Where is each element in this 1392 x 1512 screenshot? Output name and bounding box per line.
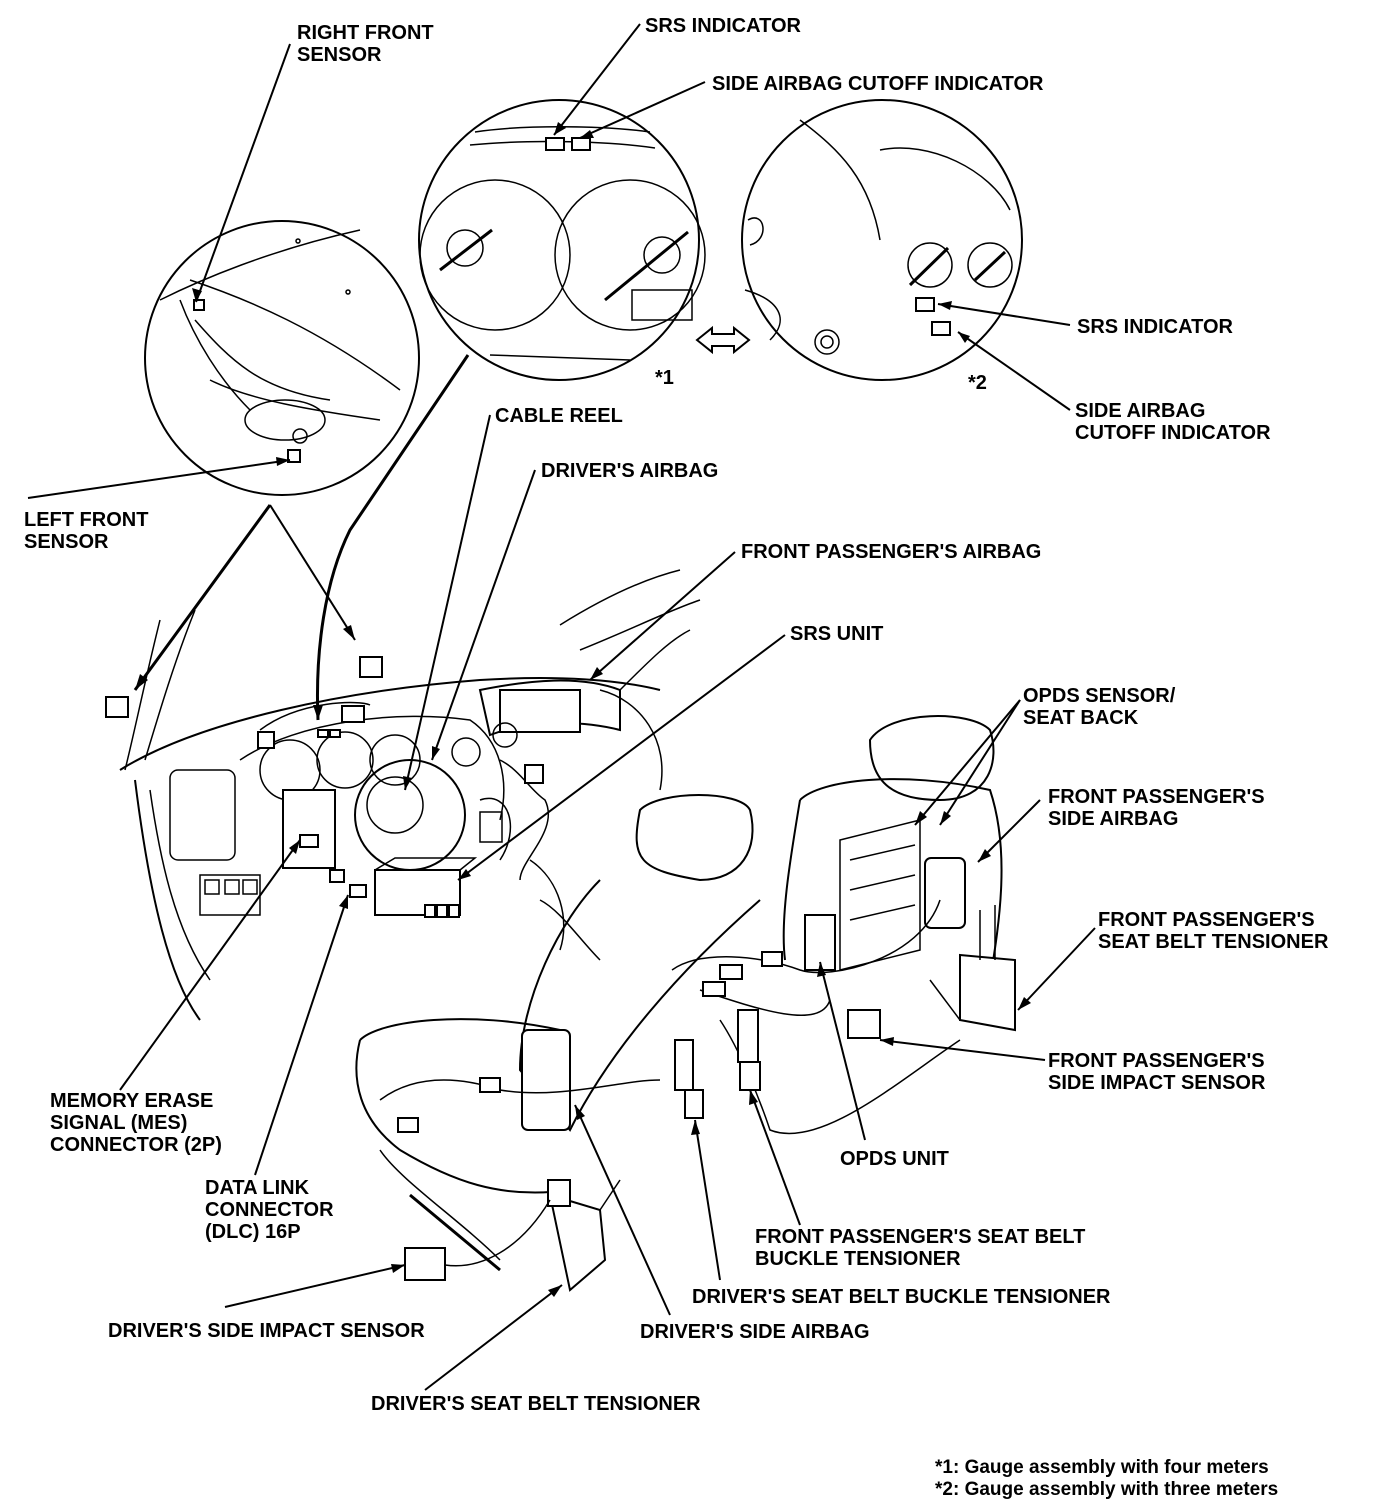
label-front-passengers-side-airbag: FRONT PASSENGER'S SIDE AIRBAG [1048, 786, 1265, 830]
double-arrow-icon [695, 325, 751, 355]
label-dlc: DATA LINK CONNECTOR (DLC) 16P [205, 1177, 334, 1243]
front-passenger-seat-belt-tensioner-part [959, 953, 1016, 1032]
label-gauge-mark-2: *2 [968, 372, 987, 394]
label-drivers-side-airbag: DRIVER'S SIDE AIRBAG [640, 1321, 870, 1343]
footnote-2: *2: Gauge assembly with three meters [935, 1479, 1279, 1500]
label-drivers-airbag: DRIVER'S AIRBAG [541, 460, 719, 482]
label-front-passengers-buckle-tensioner: FRONT PASSENGER'S SEAT BELT BUCKLE TENSI… [755, 1226, 1086, 1270]
dashboard-illustration [105, 569, 701, 1021]
side-airbag-cutoff-lamp [571, 137, 591, 151]
front-passenger-side-impact-sensor-part [847, 1009, 881, 1039]
srs-indicator-lamp [545, 137, 565, 151]
label-srs-indicator-top: SRS INDICATOR [645, 15, 801, 37]
gauge-four-meters-circle [418, 99, 706, 381]
label-side-airbag-cutoff-top: SIDE AIRBAG CUTOFF INDICATOR [712, 73, 1044, 95]
label-drivers-buckle-tensioner: DRIVER'S SEAT BELT BUCKLE TENSIONER [692, 1286, 1111, 1308]
label-side-airbag-cutoff-right: SIDE AIRBAG CUTOFF INDICATOR [1075, 400, 1271, 444]
side-airbag-cutoff-lamp-2 [931, 321, 951, 336]
opds-unit-box [804, 914, 836, 971]
label-cable-reel: CABLE REEL [495, 405, 623, 427]
label-front-passengers-airbag: FRONT PASSENGER'S AIRBAG [741, 541, 1042, 563]
label-front-passengers-seat-belt-tensioner: FRONT PASSENGER'S SEAT BELT TENSIONER [1098, 909, 1329, 953]
label-right-front-sensor: RIGHT FRONT SENSOR [297, 22, 434, 66]
label-srs-indicator-right: SRS INDICATOR [1077, 316, 1233, 338]
front-passenger-buckle-tensioner-part [737, 1009, 759, 1063]
label-drivers-seat-belt-tensioner: DRIVER'S SEAT BELT TENSIONER [371, 1393, 701, 1415]
drivers-seat-belt-tensioner-part [548, 1193, 607, 1292]
mes-connector-housing [282, 789, 336, 869]
drivers-side-airbag-module [521, 1029, 571, 1131]
gauge-three-meters-circle [741, 99, 1023, 381]
drivers-side-impact-sensor-part [404, 1247, 446, 1281]
label-drivers-side-impact-sensor: DRIVER'S SIDE IMPACT SENSOR [108, 1320, 425, 1342]
left-front-sensor-part [287, 449, 301, 463]
front-sensor-detail-circle [144, 220, 420, 496]
label-mes-connector: MEMORY ERASE SIGNAL (MES) CONNECTOR (2P) [50, 1090, 222, 1156]
left-front-sensor-part-dash [105, 696, 129, 718]
srs-indicator-lamp-2 [915, 297, 935, 312]
label-gauge-mark-1: *1 [655, 367, 674, 389]
label-srs-unit: SRS UNIT [790, 623, 884, 645]
drivers-buckle-tensioner-part [674, 1039, 694, 1091]
label-left-front-sensor: LEFT FRONT SENSOR [24, 509, 149, 553]
label-opds-unit: OPDS UNIT [840, 1148, 949, 1170]
leader-lines [27, 23, 1096, 1391]
footnote-1: *1: Gauge assembly with four meters [935, 1457, 1269, 1478]
seats-illustration [355, 715, 1016, 1292]
passenger-airbag-module [499, 689, 581, 733]
right-front-sensor-part-dash [359, 656, 383, 678]
label-opds-sensor: OPDS SENSOR/ SEAT BACK [1023, 685, 1176, 729]
label-front-passengers-side-impact-sensor: FRONT PASSENGER'S SIDE IMPACT SENSOR [1048, 1050, 1266, 1094]
right-front-sensor-part [193, 299, 205, 311]
